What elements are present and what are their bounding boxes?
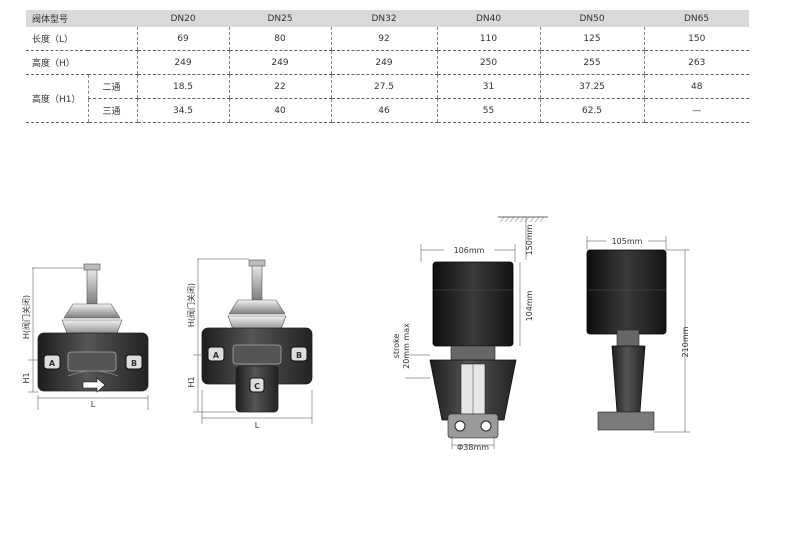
table-cell: 48: [643, 74, 750, 99]
port-b-label: B: [296, 351, 302, 360]
table-cell: 250: [436, 50, 541, 75]
table-header-row: 阀体型号 DN20 DN25 DN32 DN40 DN50 DN65: [26, 10, 750, 27]
flow-arrow-icon: [82, 377, 106, 393]
header-col: DN40: [437, 10, 541, 27]
body-height-label: 104mm: [525, 290, 534, 321]
spec-table: 阀体型号 DN20 DN25 DN32 DN40 DN50 DN65 长度（L）…: [26, 10, 750, 123]
actuator-front-drawing: 150mm 106mm 104mm stroke 20mm max Φ38mm: [392, 216, 548, 452]
header-col: DN50: [540, 10, 645, 27]
header-col: DN65: [644, 10, 750, 27]
port-b-label: B: [131, 359, 137, 368]
port-a-label: A: [213, 351, 220, 360]
header-col: DN32: [331, 10, 438, 27]
actuator-side-drawing: 105mm 210mm: [586, 236, 690, 433]
table-cell: 31: [436, 74, 541, 99]
table-cell: 37.25: [539, 74, 645, 99]
stroke-label: stroke: [392, 334, 401, 359]
diameter-label: Φ38mm: [457, 443, 489, 452]
table-cell: 62.5: [539, 98, 645, 123]
table-row: 长度（L） 69 80 92 110 125 150: [26, 27, 750, 51]
header-model-label: 阀体型号: [26, 10, 138, 27]
row-sublabel: 二通: [87, 74, 138, 99]
table-cell: 34.5: [136, 98, 230, 123]
port-a-label: A: [49, 359, 56, 368]
table-cell: 92: [330, 27, 438, 51]
table-cell: 255: [539, 50, 645, 75]
table-cell: —: [643, 98, 750, 123]
stroke-max-label: 20mm max: [402, 323, 411, 369]
front-width-label: 106mm: [454, 246, 485, 255]
top-clearance-label: 150mm: [525, 224, 534, 255]
table-cell: 249: [330, 50, 438, 75]
header-col: DN20: [137, 10, 230, 27]
table-cell: 80: [228, 27, 332, 51]
h-dimension-label: H(阀门关闭): [21, 295, 31, 339]
table-row: 高度（H1） 二通 18.5 22 27.5 31 37.25 48: [26, 74, 750, 123]
three-way-valve-drawing: A B C H(阀门关闭) H1 L: [186, 258, 313, 430]
table-cell: 69: [136, 27, 230, 51]
table-cell: 27.5: [330, 74, 438, 99]
l-dimension-label: L: [91, 400, 96, 409]
row-label: 高度（H）: [26, 50, 138, 75]
table-cell: 263: [643, 50, 750, 75]
table-row: 三通 34.5 40 46 55 62.5 —: [26, 98, 750, 123]
row-sublabel: 三通: [87, 98, 138, 123]
table-cell: 22: [228, 74, 332, 99]
table-cell: 150: [643, 27, 750, 51]
table-cell: 125: [539, 27, 645, 51]
table-row: 高度（H） 249 249 249 250 255 263: [26, 50, 750, 75]
table-cell: 46: [330, 98, 438, 123]
header-col: DN25: [229, 10, 332, 27]
row-label-h1: 高度（H1）: [26, 74, 88, 123]
table-cell: 110: [436, 27, 541, 51]
table-cell: 249: [228, 50, 332, 75]
table-cell: 40: [228, 98, 332, 123]
side-width-label: 105mm: [612, 237, 643, 246]
row-label: 长度（L）: [26, 27, 138, 51]
table-cell: 249: [136, 50, 230, 75]
port-c-label: C: [254, 382, 260, 391]
table-cell: 55: [436, 98, 541, 123]
two-way-valve-drawing: A B H(阀门关闭) H1 L: [21, 263, 149, 410]
h-dimension-label: H(阀门关闭): [186, 283, 196, 327]
table-cell: 18.5: [136, 74, 230, 99]
h1-dimension-label: H1: [22, 372, 31, 383]
side-height-label: 210mm: [681, 326, 690, 357]
h1-dimension-label: H1: [187, 376, 196, 387]
l-dimension-label: L: [255, 421, 260, 430]
